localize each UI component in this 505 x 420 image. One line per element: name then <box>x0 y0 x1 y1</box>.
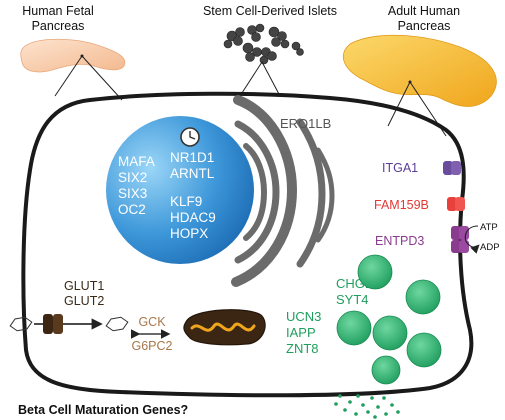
gene-oc2: OC2 <box>118 202 146 217</box>
fetal-pancreas-title-line2: Pancreas <box>32 19 85 33</box>
fetal-pancreas-title-line1: Human Fetal <box>22 4 94 18</box>
gene-six2: SIX2 <box>118 170 147 185</box>
gene-g6pc2: G6PC2 <box>132 339 173 353</box>
fam159b-protein <box>447 197 465 211</box>
atp-label: ATP <box>480 222 498 233</box>
nucleus <box>106 116 254 264</box>
atp-to-adp-arrow <box>464 225 480 254</box>
gene-syt4: SYT4 <box>336 292 369 307</box>
adult-pancreas-title-line2: Pancreas <box>398 19 451 33</box>
adult-zoom-point <box>408 80 412 84</box>
glut-transporter-icon <box>43 314 63 334</box>
gene-fam159b: FAM159B <box>374 198 429 212</box>
er-label: ERO1LB <box>280 116 331 131</box>
gene-znt8: ZNT8 <box>286 341 319 356</box>
gene-six3: SIX3 <box>118 186 147 201</box>
itga1-protein <box>443 161 461 175</box>
gene-glut2: GLUT2 <box>64 294 104 308</box>
entpd3-protein <box>451 226 469 253</box>
nucleus-gene-group-left: MAFA SIX2 SIX3 OC2 <box>118 154 155 217</box>
gene-gck: GCK <box>138 315 166 329</box>
insulin-granules <box>336 254 442 385</box>
fetal-zoom-point <box>80 54 84 58</box>
stem-cell-islets-title: Stem Cell-Derived Islets <box>203 4 337 18</box>
adult-pancreas-icon <box>342 34 497 107</box>
gene-hopx: HOPX <box>170 226 208 241</box>
glucose-molecule-inside <box>105 316 129 332</box>
mitochondrion-icon <box>183 309 266 346</box>
clock-icon <box>180 127 200 147</box>
glucose-molecule-outside <box>9 316 33 332</box>
gene-hdac9: HDAC9 <box>170 210 216 225</box>
gene-arntl: ARNTL <box>170 166 215 181</box>
stem-zoom-lines <box>239 61 281 97</box>
footer-question: Beta Cell Maturation Genes? <box>18 403 188 417</box>
endoplasmic-reticulum <box>231 95 335 287</box>
secreted-granule-dots <box>334 394 400 419</box>
fetal-pancreas-icon <box>20 38 126 73</box>
adult-pancreas-title-line1: Adult Human <box>388 4 460 18</box>
nucleus-gene-group-right: NR1D1 ARNTL KLF9 HDAC9 HOPX <box>170 150 216 241</box>
cell-membrane <box>21 91 474 398</box>
stem-cell-islets-icon <box>223 23 304 65</box>
gene-klf9: KLF9 <box>170 194 202 209</box>
fetal-zoom-lines <box>54 55 123 101</box>
gene-glut1: GLUT1 <box>64 279 104 293</box>
gene-iapp: IAPP <box>286 325 316 340</box>
gene-mafa: MAFA <box>118 154 155 169</box>
gene-nr1d1: NR1D1 <box>170 150 214 165</box>
gene-ucn3: UCN3 <box>286 309 321 324</box>
gene-itga1: ITGA1 <box>382 161 418 175</box>
gene-entpd3: ENTPD3 <box>375 234 424 248</box>
adp-label: ADP <box>480 242 500 253</box>
